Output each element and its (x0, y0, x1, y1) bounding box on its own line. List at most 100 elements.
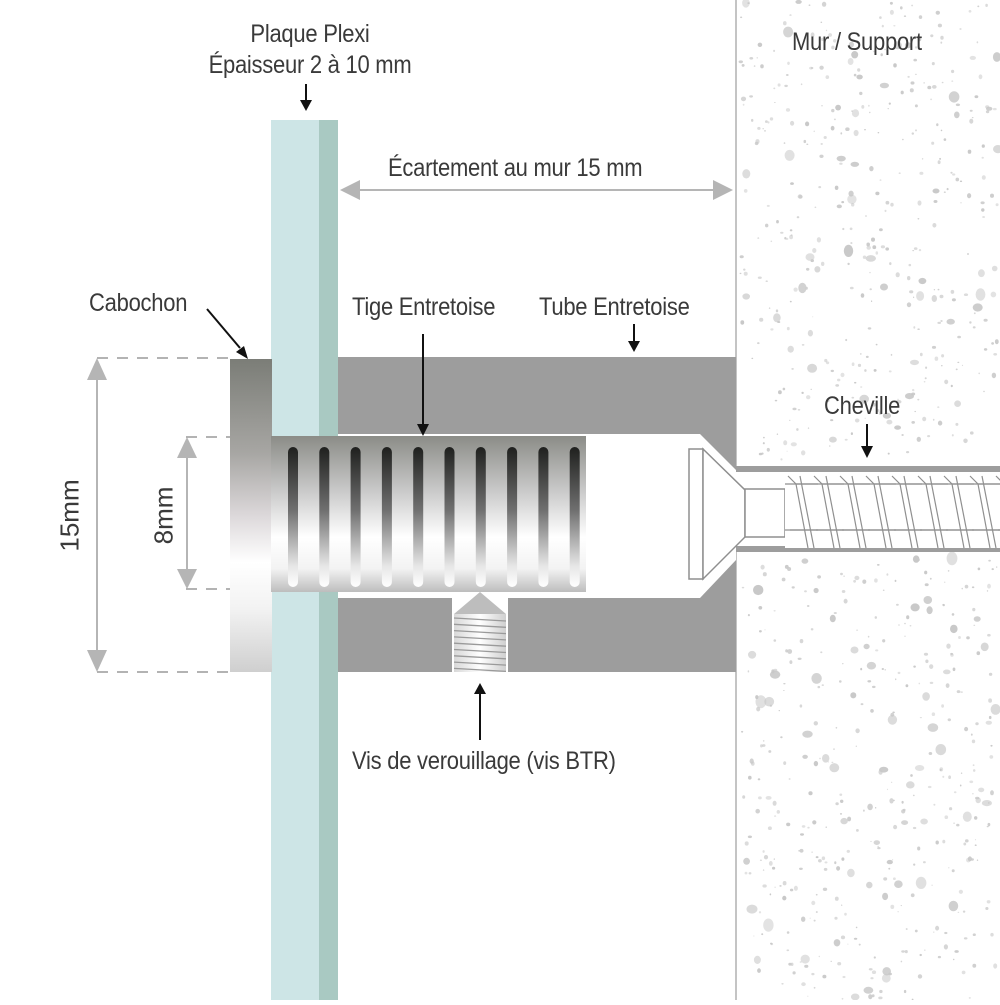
speckle (893, 63, 897, 68)
speckle (944, 581, 946, 583)
speckle (865, 215, 867, 217)
thread-line (453, 629, 507, 635)
speckle (830, 125, 835, 131)
speckle (946, 187, 949, 191)
speckle (941, 354, 945, 358)
speckle (906, 451, 910, 454)
speckle (835, 802, 839, 806)
speckle (991, 342, 994, 345)
label-cheville: Cheville (824, 392, 901, 420)
speckle (810, 67, 814, 69)
speckle (829, 614, 836, 623)
speckle (870, 840, 872, 842)
speckle (766, 447, 770, 452)
speckle (929, 577, 932, 580)
speckle (880, 283, 888, 291)
speckle (877, 845, 879, 848)
speckle (985, 110, 990, 114)
speckle (882, 967, 891, 976)
speckle (744, 841, 749, 846)
speckle (965, 839, 969, 843)
speckle (783, 690, 785, 691)
speckle (812, 248, 817, 253)
speckle (971, 586, 975, 589)
speckle (743, 857, 750, 865)
speckle (779, 885, 782, 887)
speckle (795, 0, 802, 4)
speckle (778, 390, 782, 395)
speckle (954, 950, 959, 953)
speckle (856, 74, 863, 80)
speckle (969, 55, 976, 60)
speckle (753, 955, 761, 965)
speckle (941, 81, 944, 84)
speckle (860, 293, 865, 298)
speckle (913, 58, 917, 62)
speckle (950, 624, 958, 634)
speckle (791, 368, 794, 370)
speckle (825, 75, 830, 79)
speckle (872, 245, 877, 250)
speckle (841, 201, 845, 204)
speckle (875, 251, 879, 255)
speckle (855, 926, 858, 929)
speckle (808, 791, 813, 796)
speckle (930, 34, 934, 38)
speckle (812, 820, 817, 825)
speckle (849, 227, 853, 231)
speckle (819, 154, 824, 158)
speckle (913, 863, 916, 866)
speckle (762, 850, 765, 853)
speckle (972, 764, 975, 767)
speckle (955, 368, 958, 371)
speckle (910, 359, 919, 366)
speckle (783, 683, 786, 685)
speckle (815, 856, 819, 859)
speckle (960, 202, 962, 204)
speckle (801, 982, 806, 987)
speckle (840, 572, 843, 576)
speckle (951, 298, 956, 302)
label-mur-support: Mur / Support (792, 28, 922, 56)
speckle (835, 726, 838, 729)
speckle (782, 895, 787, 901)
speckle (904, 635, 906, 637)
speckle (879, 228, 883, 232)
speckle (787, 649, 793, 654)
speckle (839, 680, 842, 683)
speckle (904, 622, 906, 625)
speckle (862, 579, 867, 584)
speckle (872, 685, 876, 689)
speckle (806, 267, 810, 271)
speckle (850, 692, 857, 699)
speckle (985, 720, 992, 725)
speckle (757, 42, 763, 47)
speckle (991, 568, 994, 571)
speckle (887, 108, 889, 110)
speckle (740, 16, 743, 19)
speckle (941, 365, 943, 367)
speckle (866, 881, 873, 889)
speckle (821, 856, 826, 861)
speckle (987, 583, 991, 589)
speckle (833, 748, 835, 750)
speckle (777, 321, 781, 323)
speckle (789, 229, 793, 232)
speckle (865, 255, 876, 262)
speckle (765, 796, 772, 800)
speckle (950, 384, 953, 388)
speckle (923, 596, 933, 604)
speckle (879, 989, 883, 994)
speckle (846, 849, 850, 853)
speckle (895, 272, 900, 278)
speckle (831, 108, 835, 113)
speckle (748, 650, 757, 659)
speckle (894, 880, 903, 888)
speckle (851, 51, 859, 59)
speckle (833, 939, 841, 947)
rod-slot (319, 447, 330, 587)
speckle (789, 419, 791, 421)
speckle (963, 937, 968, 940)
speckle (890, 781, 893, 783)
